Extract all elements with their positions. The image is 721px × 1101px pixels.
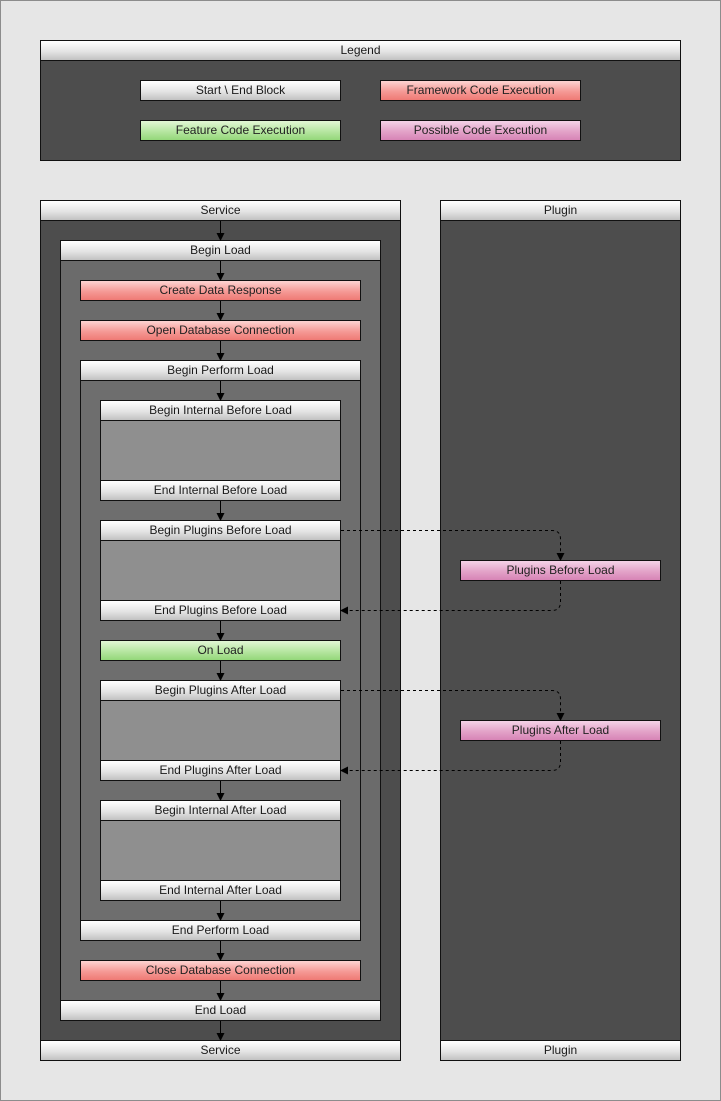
create-data-response: Create Data Response [80,280,361,301]
plugin-lane-header: Plugin [440,200,681,221]
end-internal-after-load: End Internal After Load [100,880,341,901]
legend-feature: Feature Code Execution [140,120,341,141]
plugins-after-load: Plugins After Load [460,720,661,741]
end-plugins-after-load: End Plugins After Load [100,760,341,781]
begin-internal-before-load: Begin Internal Before Load [100,400,341,421]
begin-perform-load: Begin Perform Load [80,360,361,381]
service-lane-footer: Service [40,1040,401,1061]
begin-plugins-before-load: Begin Plugins Before Load [100,520,341,541]
plugin-lane [440,200,681,1061]
end-perform-load: End Perform Load [80,920,361,941]
legend-possible: Possible Code Execution [380,120,581,141]
legend-framework: Framework Code Execution [380,80,581,101]
plugins-before-load: Plugins Before Load [460,560,661,581]
on-load: On Load [100,640,341,661]
end-plugins-before-load: End Plugins Before Load [100,600,341,621]
legend-start-end: Start \ End Block [140,80,341,101]
begin-plugins-after-load: Begin Plugins After Load [100,680,341,701]
end-load: End Load [60,1000,381,1021]
plugin-lane-footer: Plugin [440,1040,681,1061]
end-internal-before-load: End Internal Before Load [100,480,341,501]
open-database-connection: Open Database Connection [80,320,361,341]
legend-title: Legend [40,40,681,61]
service-lane-header: Service [40,200,401,221]
close-database-connection: Close Database Connection [80,960,361,981]
begin-internal-after-load: Begin Internal After Load [100,800,341,821]
begin-load: Begin Load [60,240,381,261]
